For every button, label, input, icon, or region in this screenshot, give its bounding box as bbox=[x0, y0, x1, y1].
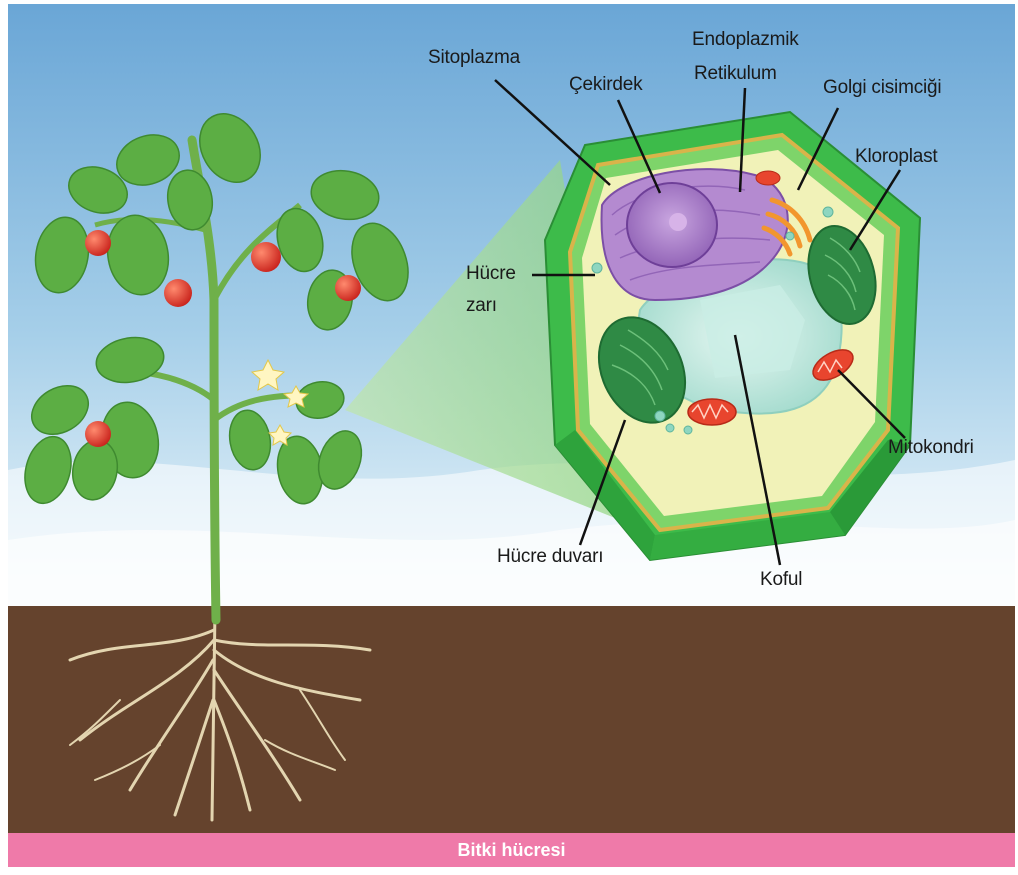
label-kloroplast: Kloroplast bbox=[855, 145, 938, 169]
label-sitoplazma: Sitoplazma bbox=[428, 46, 520, 70]
label-hucre-zari-line1: Hücre bbox=[466, 262, 516, 286]
nucleolus bbox=[669, 213, 687, 231]
label-hucre-zari-line2: zarı bbox=[466, 294, 497, 318]
label-golgi: Golgi cisimciği bbox=[823, 76, 941, 100]
caption-text: Bitki hücresi bbox=[8, 833, 1015, 867]
mitochondrion bbox=[756, 171, 780, 185]
label-endoplazmik-line1: Endoplazmik bbox=[692, 28, 799, 52]
soil-ground bbox=[8, 606, 1015, 833]
label-endoplazmik-line2: Retikulum bbox=[694, 62, 777, 86]
mitochondrion bbox=[688, 399, 736, 425]
label-cekirdek: Çekirdek bbox=[569, 73, 642, 97]
label-hucre-duvari: Hücre duvarı bbox=[497, 545, 603, 569]
caption-bar: Bitki hücresi bbox=[8, 833, 1015, 867]
label-koful: Koful bbox=[760, 568, 802, 592]
label-mitokondri: Mitokondri bbox=[888, 436, 974, 460]
